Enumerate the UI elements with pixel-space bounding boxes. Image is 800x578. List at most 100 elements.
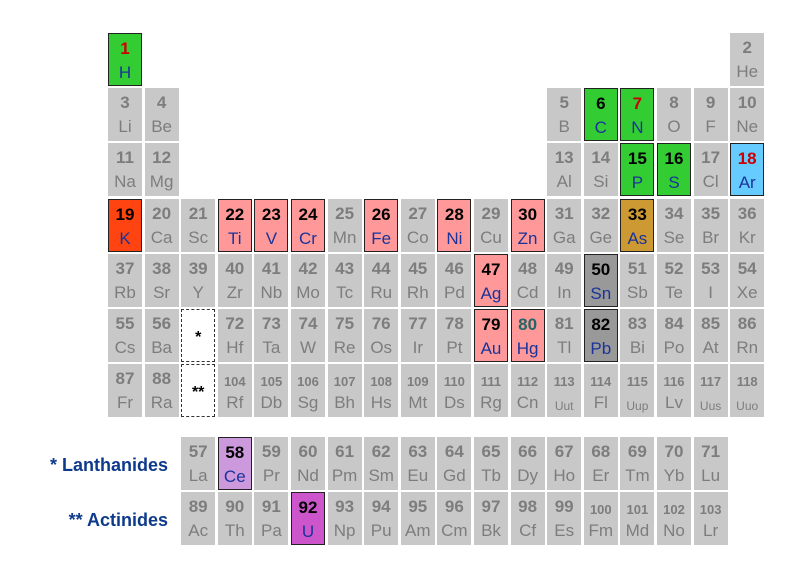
atomic-number: 67	[554, 442, 574, 461]
atomic-number: 109	[406, 374, 429, 390]
element-symbol: P	[631, 173, 644, 193]
element-symbol: Pb	[590, 339, 612, 358]
atomic-number: 13	[554, 148, 574, 168]
atomic-number: 34	[664, 203, 684, 223]
element-symbol: Pt	[446, 338, 463, 357]
element-symbol: Md	[625, 521, 650, 540]
element-symbol: S	[668, 173, 680, 193]
atomic-number: 86	[737, 314, 757, 333]
atomic-number: 15	[627, 149, 647, 169]
atomic-number: 102	[663, 502, 685, 517]
element-symbol: Ra	[150, 393, 173, 413]
atomic-number: 5	[559, 93, 569, 113]
element-symbol: Es	[554, 521, 575, 540]
element-symbol: Ge	[589, 227, 613, 247]
element-symbol: C	[594, 118, 607, 138]
atomic-number: 45	[408, 258, 428, 278]
element-symbol: Cm	[441, 521, 468, 540]
element-symbol: Li	[118, 117, 132, 137]
atomic-number: 98	[518, 497, 538, 516]
element-symbol: Tb	[481, 466, 501, 485]
atomic-number: 100	[589, 502, 612, 517]
atomic-number: 103	[699, 502, 722, 517]
atomic-number: 31	[554, 203, 574, 223]
atomic-number: 54	[737, 258, 757, 278]
atomic-number: 63	[408, 442, 428, 461]
atomic-number: 93	[335, 497, 355, 516]
atomic-number: 32	[591, 203, 611, 223]
actinides-label: ** Actinides	[68, 510, 168, 530]
atomic-number: 70	[664, 442, 684, 461]
element-symbol: Lv	[665, 393, 683, 413]
atomic-number: 30	[518, 204, 538, 224]
atomic-number: 117	[700, 374, 722, 390]
element-symbol: Hg	[516, 339, 539, 358]
element-symbol: Rb	[114, 282, 136, 302]
atomic-number: 105	[260, 374, 283, 390]
element-symbol: I	[708, 282, 713, 302]
atomic-number: 56	[152, 314, 172, 333]
element-symbol: Cf	[519, 521, 537, 540]
element-symbol: Sb	[626, 282, 648, 302]
element-symbol: Ir	[412, 338, 423, 357]
element-symbol: Y	[192, 282, 204, 302]
atomic-number: 83	[627, 314, 647, 333]
element-symbol: Uus	[699, 399, 722, 414]
element-symbol: Er	[592, 466, 610, 485]
element-symbol: Ac	[188, 521, 209, 540]
actinide-marker: **	[191, 384, 205, 402]
atomic-number: 118	[736, 374, 758, 390]
atomic-number: 81	[554, 314, 574, 333]
atomic-number: 66	[518, 442, 538, 461]
atomic-number: 55	[115, 314, 135, 333]
atomic-number: 1	[120, 39, 130, 58]
element-symbol: Cn	[516, 393, 539, 413]
atomic-number: 49	[554, 258, 574, 278]
atomic-number: 87	[115, 369, 135, 389]
element-symbol: Db	[260, 393, 283, 413]
element-symbol: Bi	[629, 338, 645, 357]
element-symbol: Cs	[114, 338, 136, 357]
element-symbol: Pd	[443, 282, 465, 302]
atomic-number: 69	[627, 442, 647, 461]
element-symbol: Cu	[480, 227, 502, 247]
atomic-number: 73	[261, 314, 281, 333]
element-symbol: Co	[406, 227, 429, 247]
atomic-number: 16	[664, 149, 684, 169]
atomic-number: 39	[188, 258, 208, 278]
element-symbol: Am	[405, 521, 431, 540]
atomic-number: 62	[371, 442, 391, 461]
element-symbol: Zr	[226, 282, 243, 302]
